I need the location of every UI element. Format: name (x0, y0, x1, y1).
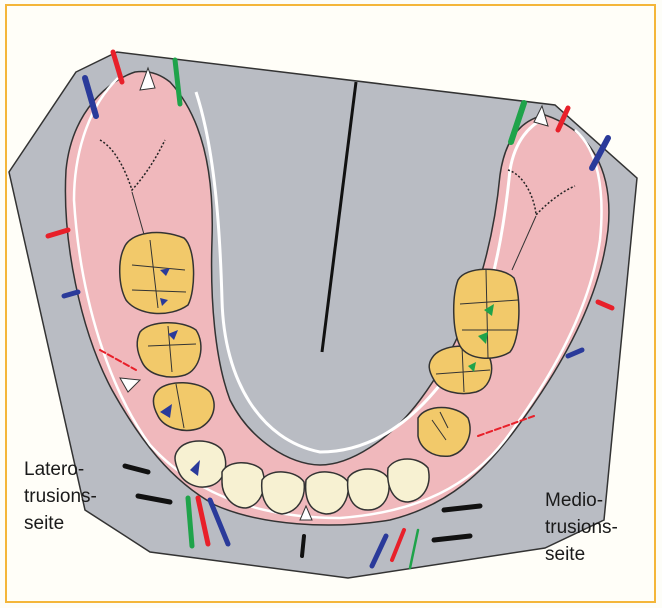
right-canine (418, 408, 470, 457)
mediotrusion-side-label: Medio- trusions- seite (545, 487, 618, 568)
left-premolar-2 (137, 323, 201, 377)
left-molar-1 (120, 233, 194, 314)
laterotrusion-side-label: Latero- trusions- seite (24, 456, 97, 537)
right-molar-1 (454, 269, 519, 358)
